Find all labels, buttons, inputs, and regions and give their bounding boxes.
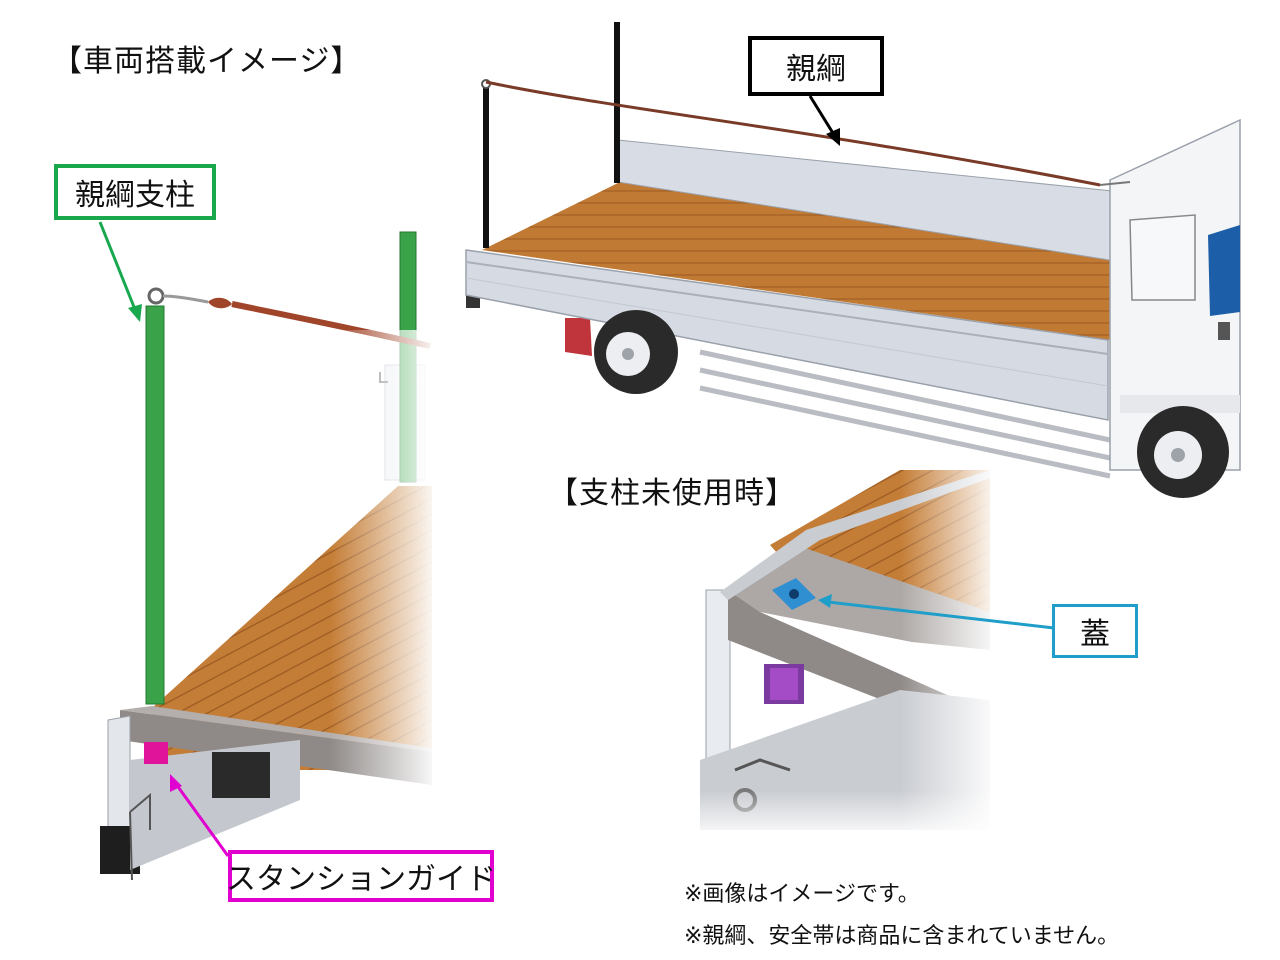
- callout-guide-arrow: [170, 774, 230, 857]
- callout-lid-arrow: [818, 594, 1055, 630]
- notes: ※画像はイメージです。 ※親綱、安全帯は商品に含まれていません。: [684, 876, 1119, 950]
- truck-illustration: [465, 22, 1241, 498]
- unused-closeup-illustration: [680, 460, 1000, 840]
- station-guide-label: スタンションガイド: [226, 850, 496, 902]
- vehicle-mount-heading: 【車両搭載イメージ】: [52, 44, 362, 79]
- callout-lifeline-arrow: [808, 95, 840, 146]
- unused-heading: 【支柱未使用時】: [548, 476, 796, 511]
- note-image: ※画像はイメージです。: [684, 882, 920, 907]
- post-closeup-illustration: [100, 231, 440, 881]
- callout-post-arrow: [98, 221, 142, 322]
- lid-label: 蓋: [1052, 604, 1138, 658]
- lifeline-post-label: 親綱支柱: [54, 164, 216, 220]
- note-not-included: ※親綱、安全帯は商品に含まれていません。: [684, 924, 1120, 949]
- lifeline-label: 親綱: [748, 36, 884, 96]
